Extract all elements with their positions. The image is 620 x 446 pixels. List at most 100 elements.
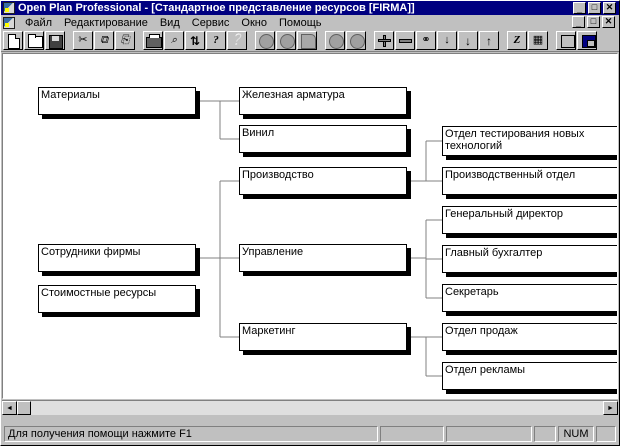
- resource-shape-button[interactable]: [297, 31, 317, 50]
- node-label: Железная арматура: [242, 89, 345, 101]
- resource-pattern-button[interactable]: [276, 31, 296, 50]
- mdi-child-controls: _ □ ✕: [572, 16, 617, 28]
- scrollbar-thumb[interactable]: [17, 401, 31, 415]
- diagram-node[interactable]: Отдел тестирования новых технологий: [442, 126, 617, 160]
- arrow-question-icon: ❔: [230, 34, 244, 46]
- toolbar-group-file: [3, 31, 66, 50]
- node-body[interactable]: [442, 245, 617, 273]
- save-file-button[interactable]: [45, 31, 65, 50]
- node-body[interactable]: [239, 87, 407, 115]
- sort-button[interactable]: ⇅: [185, 31, 205, 50]
- diagram-node[interactable]: Производственный отдел: [442, 167, 617, 199]
- tile-windows-button[interactable]: [556, 31, 576, 50]
- toolbar-group-edit-nodes: ⚭ ↓ ↓ ↑: [374, 31, 500, 50]
- scroll-left-button[interactable]: ◄: [2, 401, 17, 415]
- node-body[interactable]: [442, 167, 617, 195]
- toolbar-group-view: Z ▦: [507, 31, 549, 50]
- window-title: Open Plan Professional - [Стандартное пр…: [18, 2, 415, 14]
- remove-node-button[interactable]: [395, 31, 415, 50]
- document-icon[interactable]: [3, 16, 15, 29]
- diagram-node[interactable]: Стоимостные ресурсы: [38, 285, 200, 317]
- menu-item-file[interactable]: Файл: [25, 16, 53, 29]
- move-up-button[interactable]: ↑: [479, 31, 499, 50]
- node-label: Генеральный директор: [445, 208, 563, 220]
- node-body[interactable]: [239, 125, 407, 153]
- menu-item-edit[interactable]: Редактирование: [64, 16, 148, 29]
- diagram-node[interactable]: Маркетинг: [239, 323, 411, 355]
- node-body[interactable]: [442, 206, 617, 234]
- zoom-z-button[interactable]: Z: [507, 31, 527, 50]
- node-body[interactable]: [239, 323, 407, 351]
- copy-button[interactable]: ⧉: [94, 31, 114, 50]
- node-body[interactable]: [38, 285, 196, 313]
- plus-icon: [378, 35, 391, 47]
- move-down-button[interactable]: ↓: [458, 31, 478, 50]
- steps-icon: ↓: [444, 34, 450, 46]
- close-button[interactable]: ✕: [603, 2, 616, 14]
- resource-circle-button[interactable]: [255, 31, 275, 50]
- node-body[interactable]: [38, 244, 196, 272]
- minimize-icon: _: [575, 18, 581, 28]
- step-button[interactable]: ↓: [437, 31, 457, 50]
- horizontal-scrollbar[interactable]: ◄ ►: [2, 400, 618, 415]
- print-preview-button[interactable]: ⌕: [164, 31, 184, 50]
- scroll-right-button[interactable]: ►: [603, 401, 618, 415]
- mdi-minimize-button[interactable]: _: [572, 16, 585, 28]
- diagram-node[interactable]: Материалы: [38, 87, 200, 119]
- resource-gray-circle2-button[interactable]: [346, 31, 366, 50]
- diagram-node[interactable]: Железная арматура: [239, 87, 411, 119]
- page-icon: [8, 34, 20, 49]
- diagram-node[interactable]: Управление: [239, 244, 411, 276]
- node-body[interactable]: [442, 126, 617, 156]
- print-button[interactable]: [143, 31, 163, 50]
- diagram-node[interactable]: Главный бухгалтер: [442, 245, 617, 277]
- open-file-button[interactable]: [24, 31, 44, 50]
- minimize-button[interactable]: _: [573, 2, 586, 14]
- paste-icon: ⎘: [120, 34, 130, 46]
- mdi-restore-button[interactable]: □: [587, 16, 600, 28]
- diagram-node[interactable]: Генеральный директор: [442, 206, 617, 238]
- diagram-node[interactable]: Винил: [239, 125, 411, 157]
- node-body[interactable]: [442, 284, 617, 312]
- menu-item-view[interactable]: Вид: [159, 16, 180, 29]
- diagram-node[interactable]: Производство: [239, 167, 411, 199]
- restore-button[interactable]: □: [588, 2, 601, 14]
- status-pane-4: [534, 426, 556, 442]
- grid-view-button[interactable]: ▦: [528, 31, 548, 50]
- mdi-close-button[interactable]: ✕: [602, 16, 615, 28]
- toolbar-group-resources2: [325, 31, 367, 50]
- menu-item-help[interactable]: Помощь: [278, 16, 322, 29]
- diagram-node[interactable]: Отдел рекламы: [442, 362, 617, 394]
- add-node-button[interactable]: [374, 31, 394, 50]
- menu-item-service[interactable]: Сервис: [191, 16, 230, 29]
- node-label: Отдел продаж: [445, 325, 518, 337]
- node-body[interactable]: [442, 323, 617, 351]
- resource-gray-circle-button[interactable]: [325, 31, 345, 50]
- link-button[interactable]: ⚭: [416, 31, 436, 50]
- menu-item-window[interactable]: Окно: [241, 16, 267, 29]
- help-button[interactable]: ?: [206, 31, 226, 50]
- new-file-button[interactable]: [3, 31, 23, 50]
- link-icon: ⚭: [421, 34, 431, 46]
- circle-pattern-icon: [280, 34, 295, 49]
- node-body[interactable]: [38, 87, 196, 115]
- node-label: Производственный отдел: [445, 169, 576, 181]
- scissors-icon: ✂: [78, 34, 88, 46]
- scrollbar-track[interactable]: [17, 401, 603, 415]
- title-bar: Open Plan Professional - [Стандартное пр…: [1, 1, 619, 15]
- node-body[interactable]: [442, 362, 617, 390]
- diagram-node[interactable]: Отдел продаж: [442, 323, 617, 355]
- cascade-windows-button[interactable]: [577, 31, 597, 50]
- node-body[interactable]: [239, 167, 407, 195]
- diagram-node[interactable]: Сотрудники фирмы: [38, 244, 200, 276]
- paste-button[interactable]: ⎘: [115, 31, 135, 50]
- printer-icon: [146, 34, 162, 48]
- cut-button[interactable]: ✂: [73, 31, 93, 50]
- node-body[interactable]: [239, 244, 407, 272]
- diagram-node[interactable]: Секретарь: [442, 284, 617, 316]
- context-help-button[interactable]: ❔: [227, 31, 247, 50]
- restore-icon: □: [591, 2, 598, 12]
